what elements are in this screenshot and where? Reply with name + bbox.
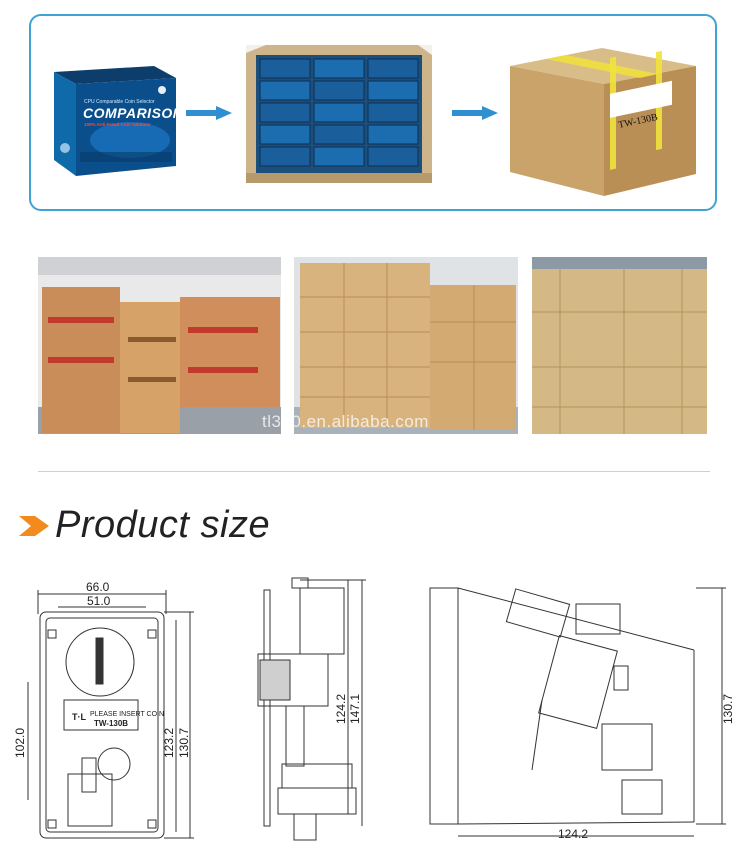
packed-box	[367, 124, 419, 145]
dim-back-width: 124.2	[558, 827, 588, 841]
dim-height-left: 102.0	[14, 728, 27, 758]
packed-box	[313, 102, 365, 123]
packed-box	[259, 80, 311, 101]
packed-box	[313, 58, 365, 79]
front-view-drawing: 66.0 51.0 102.0 123.2 130.7 T·L PLEASE I…	[14, 574, 214, 842]
packed-box	[259, 146, 311, 167]
logo-text: T·L	[72, 712, 86, 722]
arrow-right-icon	[452, 106, 498, 120]
watermark: tl300.en.alibaba.com	[262, 412, 429, 431]
packed-box	[259, 102, 311, 123]
dim-side-inner: 124.2	[334, 694, 348, 724]
sealed-carton-image: TW-130B	[506, 44, 700, 200]
arrow-right-icon	[186, 106, 232, 120]
carton-label: TW-130B	[617, 112, 659, 131]
side-view-drawing: 124.2 147.1	[238, 574, 398, 842]
label-line-2: TW-130B	[94, 719, 128, 728]
warehouse-photo-1	[38, 257, 281, 434]
open-carton-image	[246, 45, 432, 183]
dim-width-inner: 51.0	[87, 594, 111, 608]
dim-height-outer: 130.7	[177, 728, 191, 758]
packed-box	[367, 102, 419, 123]
packed-box	[367, 58, 419, 79]
dim-width-outer: 66.0	[86, 580, 110, 594]
section-divider	[38, 471, 710, 472]
section-title: Product size	[55, 504, 271, 546]
packed-box	[259, 58, 311, 79]
packed-box	[259, 124, 311, 145]
packed-box	[313, 146, 365, 167]
packed-box	[313, 80, 365, 101]
chevron-right-icon	[19, 516, 49, 536]
label-line-1: PLEASE INSERT COIN	[90, 711, 164, 718]
packed-box	[313, 124, 365, 145]
warehouse-photo-3	[532, 257, 707, 434]
dim-back-height: 130.7	[721, 694, 735, 724]
warehouse-photo-2	[294, 257, 518, 434]
retail-box-image: CPU Comparable Coin Selector COMPARISON …	[50, 60, 178, 178]
box-title: COMPARISON	[83, 105, 178, 121]
packed-box	[367, 146, 419, 167]
dim-side-outer: 147.1	[348, 694, 362, 724]
dim-height-inner: 123.2	[162, 728, 176, 758]
box-subtitle: CPU Comparable Coin Selector	[84, 99, 155, 105]
back-view-drawing: 130.7 124.2	[426, 574, 742, 842]
packed-box	[367, 80, 419, 101]
box-red-line: 100% Anti-Fraud Coin Validator	[84, 122, 151, 127]
